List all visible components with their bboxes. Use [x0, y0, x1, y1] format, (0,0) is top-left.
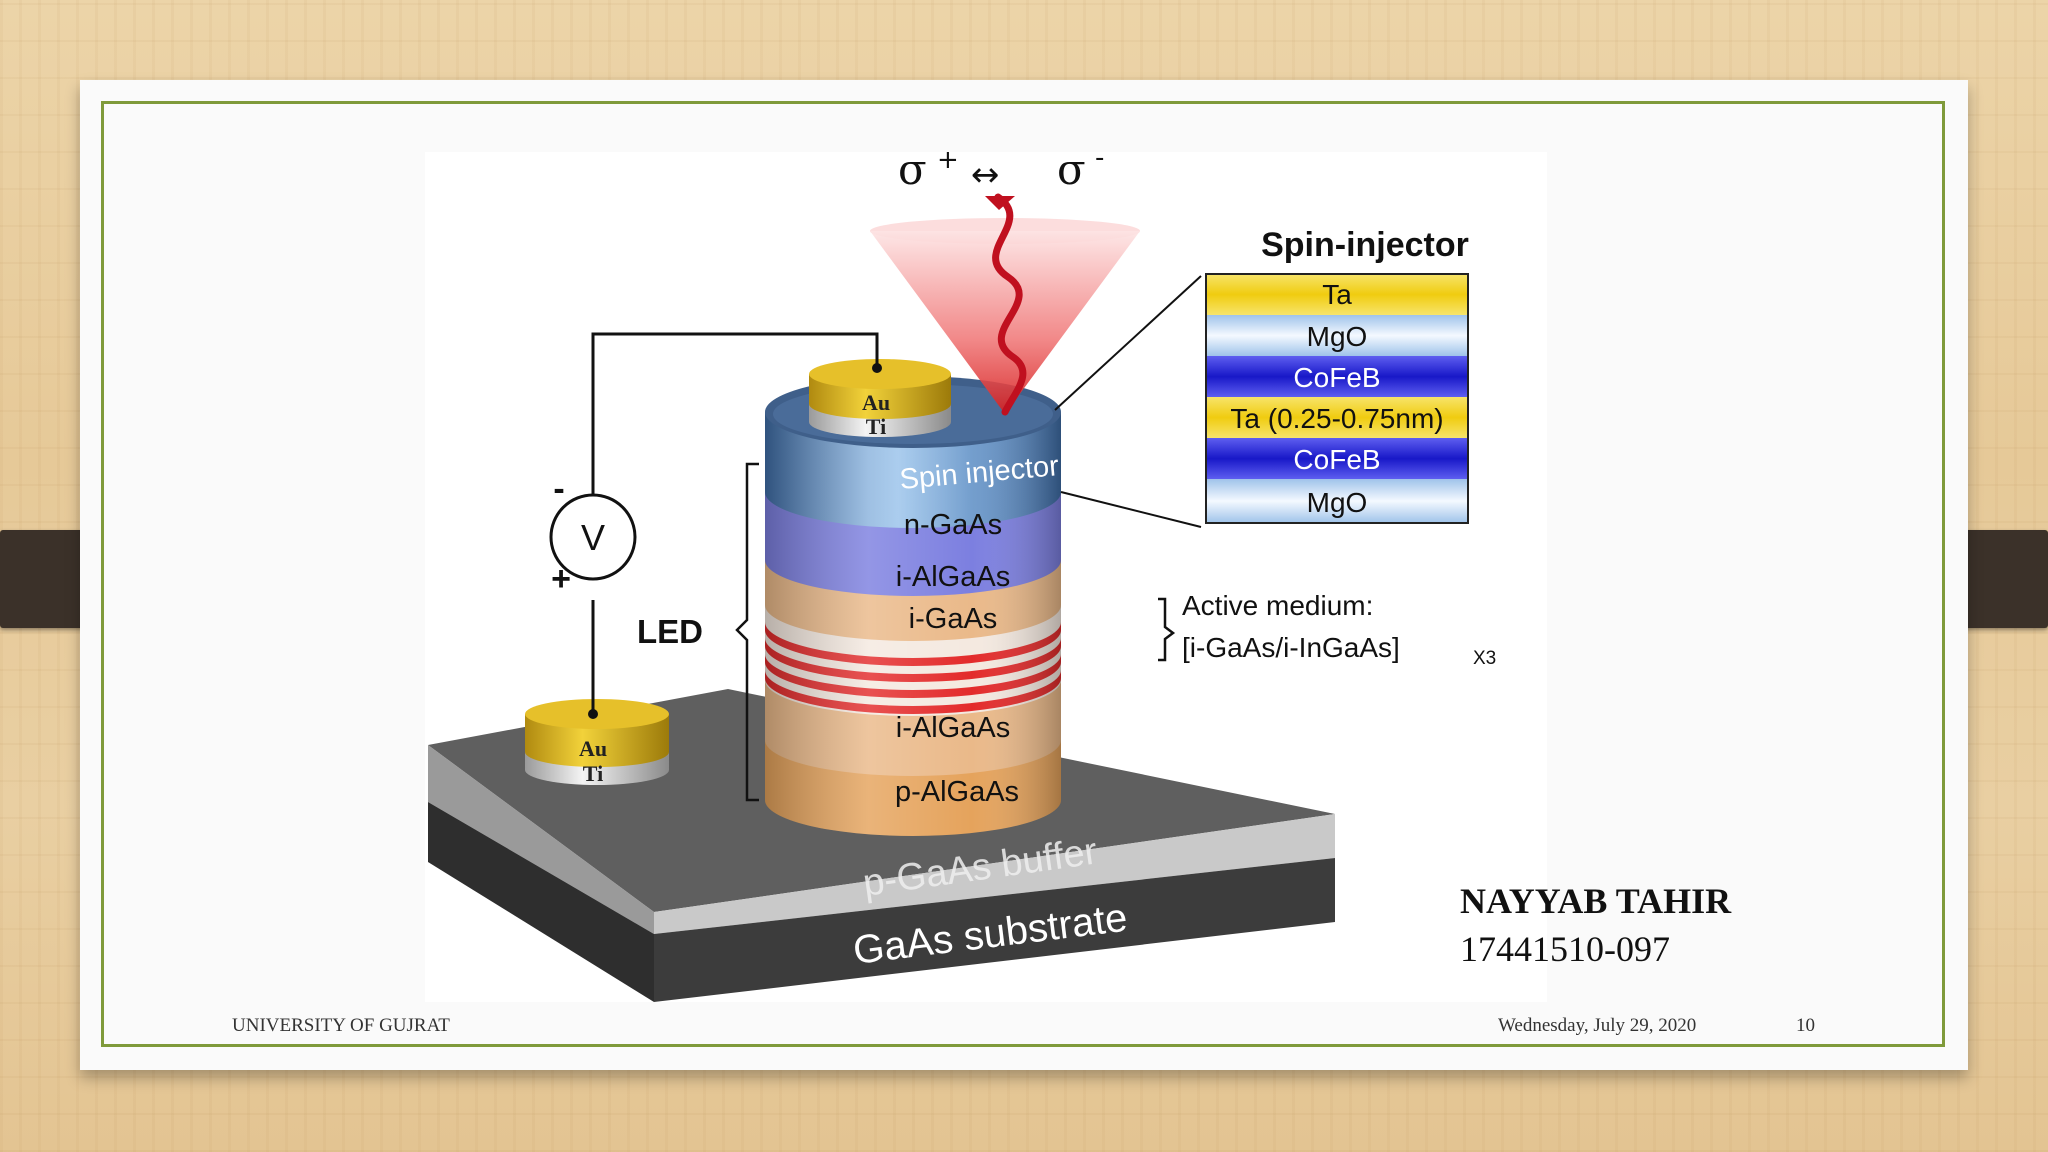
i-algaas-bottom-label: i-AlGaAs	[896, 712, 1010, 744]
inset-connector-bottom	[1060, 491, 1202, 528]
inset-layer-cofeb-bottom	[1206, 438, 1468, 479]
voltmeter	[549, 493, 637, 581]
led-label: LED	[637, 613, 703, 650]
n-gaas-label: n-GaAs	[904, 509, 1002, 541]
sigma-minus: σ	[1057, 152, 1086, 194]
led-pillar: Spin injector n-GaAs i-AlGaAs i-GaAs i-A…	[765, 376, 1061, 836]
sigma-plus: σ	[898, 152, 927, 194]
buffer-front-face	[654, 814, 1335, 934]
pillar-shading	[765, 412, 1061, 836]
circuit: V - +	[549, 332, 882, 719]
buffer-left-face	[428, 745, 654, 934]
inset-layer-ta-thin	[1206, 397, 1468, 438]
i-algaas-top-label: i-AlGaAs	[896, 561, 1010, 593]
spin-injector-title: Spin-injector	[1261, 226, 1469, 264]
inset-layer-mgo-top	[1206, 315, 1468, 356]
active-medium-subscript: X3	[1473, 648, 1496, 669]
top-contact-top	[809, 359, 951, 389]
led-brace-line	[735, 462, 759, 802]
sigma-plus-sign: +	[937, 152, 959, 175]
inset-label-mgo-top: MgO	[1307, 321, 1368, 352]
photon-wave	[992, 193, 1027, 416]
wire-node-top	[872, 363, 882, 373]
top-contact: Au Ti	[809, 359, 951, 439]
emission-cone	[870, 193, 1140, 416]
footer-page-number: 10	[1796, 1015, 1815, 1036]
photon-arrow-head	[985, 196, 1015, 210]
inset-layer-mgo-bottom	[1206, 479, 1468, 523]
p-algaas-label: p-AlGaAs	[895, 776, 1019, 808]
top-contact-au-label: Au	[862, 390, 890, 415]
slide-border	[101, 101, 1945, 1047]
author-name: NAYYAB TAHIR	[1460, 881, 1732, 921]
sigma-minus-sign: -	[1095, 152, 1104, 173]
inset-connector-top	[1054, 275, 1202, 411]
inset-label-mgo-bottom: MgO	[1307, 487, 1368, 518]
author-roll-number: 17441510-097	[1460, 929, 1670, 969]
inset-label-cofeb-bottom: CoFeB	[1293, 444, 1380, 475]
wire-node-bottom	[588, 709, 598, 719]
bottom-contact-au	[525, 714, 669, 767]
active-medium-annotation: Active medium: [i-GaAs/i-InGaAs] X3	[1158, 590, 1496, 669]
i-gaas-label: i-GaAs	[909, 603, 998, 635]
active-medium-brace	[1158, 597, 1176, 662]
spin-injector-inset: Spin-injector Ta MgO CoFeB Ta (0.25-0.75…	[1054, 226, 1469, 528]
inset-label-cofeb-top: CoFeB	[1293, 362, 1380, 393]
inset-label-ta-thin: Ta (0.25-0.75nm)	[1230, 403, 1443, 434]
spin-led-figure: p-GaAs buffer GaAs substrate	[425, 152, 1547, 1002]
active-medium-line2: [i-GaAs/i-InGaAs]	[1182, 632, 1400, 663]
footer-university: UNIVERSITY OF GUJRAT	[232, 1015, 450, 1036]
substrate-front-face	[654, 858, 1335, 1002]
substrate-left-face	[428, 802, 654, 1002]
voltmeter-label: V	[581, 517, 605, 558]
led-brace: LED	[637, 462, 759, 802]
inset-layer-cofeb-top	[1206, 356, 1468, 397]
plus-terminal: +	[551, 560, 571, 598]
spin-led-diagram: p-GaAs buffer GaAs substrate	[428, 152, 1496, 1002]
inset-border	[1205, 273, 1469, 524]
inset-layer-ta-top	[1206, 274, 1468, 315]
inset-label-ta: Ta	[1322, 279, 1352, 310]
polarization-label: σ + ↔ σ -	[898, 152, 1104, 195]
polarization-arrow: ↔	[971, 155, 1000, 195]
minus-terminal: -	[553, 470, 564, 508]
active-medium-line1: Active medium:	[1182, 590, 1373, 621]
bottom-contact-ti-label: Ti	[583, 761, 603, 786]
bottom-contact-au-label: Au	[579, 736, 607, 761]
wire-top	[591, 332, 879, 514]
top-contact-ti-label: Ti	[866, 414, 886, 439]
footer-date: Wednesday, July 29, 2020	[1498, 1015, 1697, 1036]
